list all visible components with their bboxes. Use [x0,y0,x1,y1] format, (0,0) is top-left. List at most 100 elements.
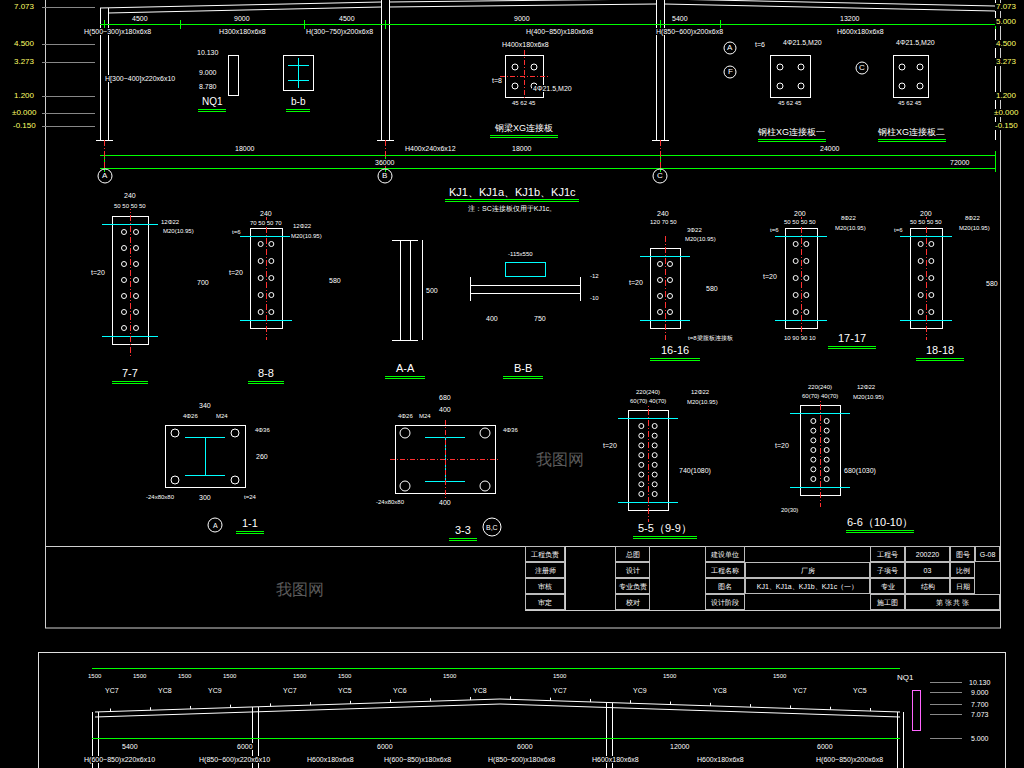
title-block-cell: 图名 [705,578,745,594]
drawing-label: H(850~600)x200x6x8 [655,28,724,35]
bolt [639,443,644,448]
bolt [824,448,829,453]
drawing-label: B,C [485,524,499,531]
drawing-label: 200 [793,210,807,217]
bolt [668,310,673,315]
bolt [804,242,809,247]
purlin-tick [670,702,671,705]
title-block-cell: 总图 [615,546,650,562]
drawing-label: C [858,64,866,72]
title-block-cell: 设计 [615,562,650,578]
centerline [500,50,548,102]
title-block-cell: 校对 [615,594,650,610]
lower-frame-columns [93,703,904,768]
bolt [811,457,816,462]
centerline [665,236,666,340]
axis-bubble [653,169,667,183]
purlin-tick [350,701,351,704]
title-block-text: 图名 [718,583,732,590]
column-bases [96,140,669,141]
drawing-label: 4Φ21.5,M20 [782,39,823,46]
title-block-line [45,546,1000,547]
drawing-label: YC7 [792,687,808,694]
title-block-cell: 专业 [870,578,905,594]
sheet-frame [39,653,1006,768]
bolt [134,326,139,331]
drawing-label: YC9 [207,687,223,694]
drawing-label: 7.073 [13,3,35,11]
drawing-label: 580 [705,285,719,292]
title-block-cell: 建设单位 [705,546,745,562]
drawing-label: 1500 [87,673,102,679]
drawing-label: 12Φ22 [160,219,180,225]
purlin-tick [550,698,551,701]
bolt [804,293,809,298]
dimension-line [100,155,995,156]
connection-plate [102,204,158,356]
title-block-text: 厂房 [801,567,815,574]
bolt [122,262,127,267]
bolt [258,242,263,247]
purlin-tick [310,702,311,705]
drawing-label: YC8 [712,687,728,694]
bolt [269,293,274,298]
drawing-label: 220(240) [635,389,661,395]
bolt [122,230,127,235]
title-block-cell: 工程号 [870,546,905,562]
drawing-label: -0.150 [994,122,1019,130]
drawing-label: 9000 [513,15,531,22]
drawing-label: t=6 [231,229,242,235]
flange-line [640,320,690,321]
drawing-label: YC9 [632,687,648,694]
drawing-label: 700 [196,279,210,286]
drawing-label: 1-1 [241,518,259,529]
drawing-label: -24x80x80 [145,494,175,500]
title-block-cell: 结构 [905,578,950,594]
bolt [258,259,263,264]
drawing-label: 4Φ36 [502,427,519,433]
drawing-label: YC7 [282,687,298,694]
drawing-label: b-b [290,97,306,107]
drawing-label: t=20 [602,442,618,449]
drawing-label: YC6 [392,687,408,694]
bolt [658,294,663,299]
bolt [134,294,139,299]
drawing-label: 500 [425,287,439,294]
drawing-label: A [212,522,219,529]
title-block-text: 注册师 [535,567,556,574]
bolt [929,276,934,281]
drawing-label: 3.273 [13,58,35,66]
drawing-label: 1500 [132,673,147,679]
purlin-tick [190,706,191,709]
drawing-label: t=24 [243,494,257,500]
drawing-label: 260 [255,453,269,460]
drawing-label: 50 50 50 50 [909,219,943,225]
elevation-marks [930,683,962,739]
title-block-text: 200220 [916,551,939,558]
title-block-text: 施工图 [877,599,898,606]
title-block-text: 专业 [881,583,895,590]
drawing-label: 36000 [374,159,395,166]
drawing-label: 12000 [669,743,690,750]
bolt [639,482,644,487]
drawing-label: M20(10.95) [686,399,719,405]
drawing-label: 9.000 [970,689,990,696]
purlin-tick [590,699,591,702]
drawing-label: 6000 [236,743,254,750]
drawing-label: 9.000 [198,69,218,76]
purlin-tick [830,707,831,710]
bolt [658,310,663,315]
drawing-label: 340 [198,402,212,409]
centerline [130,204,131,356]
title-block-cell: 厂房 [745,562,870,578]
bolt [793,242,798,247]
title-block-cell: 施工图 [870,594,905,610]
bolt [811,428,816,433]
bolt [652,462,657,467]
bolt [824,467,829,472]
drawing-label: H400x180x6x8 [501,41,550,48]
watermark: 我图网 [535,452,585,468]
dimension-line [100,24,995,25]
drawing-label: 60(70) 40(70) [801,393,839,399]
axis-bubble [856,62,868,74]
